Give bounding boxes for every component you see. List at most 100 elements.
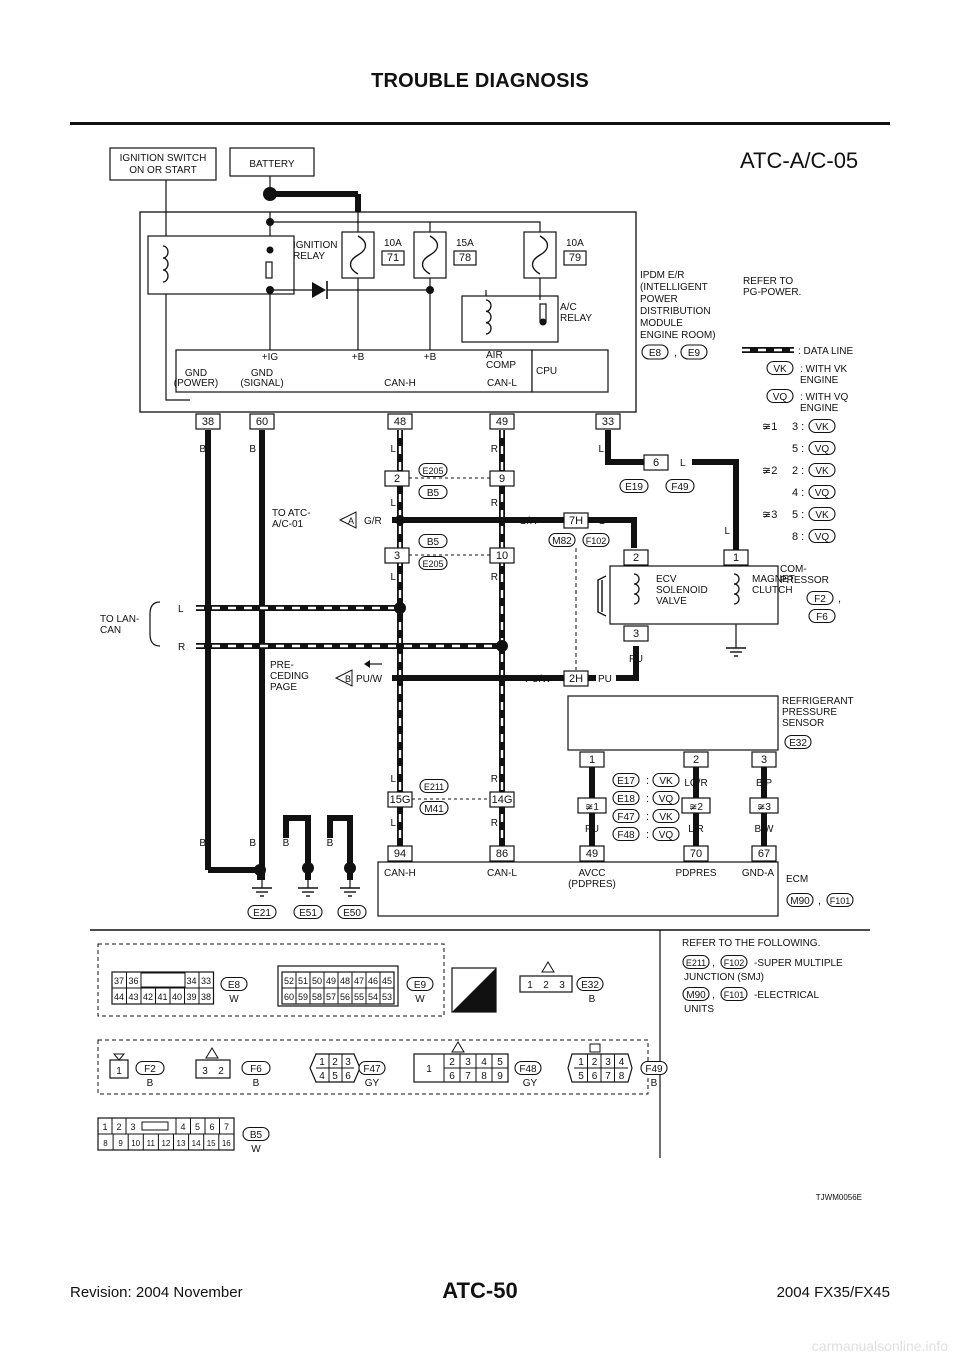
wire-color: L: [598, 444, 604, 455]
sensor-conn-code-label: E18: [617, 794, 635, 805]
ipdm-label: POWER: [640, 294, 678, 305]
l-wire: [692, 459, 739, 552]
e9-pin: 46: [368, 976, 378, 986]
fuse-78: [421, 235, 439, 275]
conn-f2-label: F2: [144, 1064, 156, 1075]
sensor-conn-code-label: E17: [617, 776, 635, 787]
ipdm-pin-38: [195, 413, 221, 430]
diagram-code: ATC-A/C-05: [740, 148, 858, 173]
e8-pin: 44: [114, 992, 124, 1002]
ecm-conn-m90: [786, 892, 814, 908]
relay-switch: [265, 261, 273, 279]
cpu-label: CPU: [536, 366, 557, 377]
conn-e211: [419, 778, 449, 794]
splice-dot: [496, 640, 508, 652]
conn-color: GY: [365, 1078, 380, 1089]
conn-m41-label: M41: [424, 804, 444, 815]
wire-color: B: [249, 444, 256, 455]
legend-code-label: VK: [815, 510, 829, 521]
ac-relay-coil: [485, 299, 492, 335]
to-lan-label: TO LAN-: [100, 614, 139, 625]
b5-pin: 15: [207, 1139, 216, 1148]
conn-m82: [548, 532, 576, 548]
legend-star: ≆3: [762, 509, 777, 521]
fuse-number-label: 79: [569, 252, 581, 264]
conn-color: B: [651, 1078, 658, 1089]
ignition-switch-box: [109, 147, 217, 181]
legend-code: [808, 506, 836, 522]
e8-pin: 38: [201, 992, 211, 1002]
wire-color: R: [491, 444, 498, 455]
ignition-relay-coil: [162, 245, 169, 283]
legend-code: [808, 462, 836, 478]
ecm-conn-m90-label: M90: [790, 896, 810, 907]
conn-e19-label: E19: [625, 482, 643, 493]
comp-pin-1: [723, 549, 749, 566]
legend-code: [808, 418, 836, 434]
comp-pin-3: [623, 625, 649, 642]
refer-text: -SUPER MULTIPLE: [754, 958, 843, 969]
ecm-pdpres: PDPRES: [675, 868, 716, 879]
sensor-conn-code: [612, 772, 640, 788]
ecv-label: ECV: [656, 574, 677, 585]
splice-dot: [344, 862, 356, 874]
conn-color: W: [251, 1144, 261, 1155]
pu-wire: [616, 646, 639, 681]
legend-pin: 5 :: [792, 509, 804, 521]
conn-f49-label: F49: [671, 482, 689, 493]
ipdm-pin-38-label: 38: [202, 416, 214, 428]
e8-pin: 41: [157, 992, 167, 1002]
ignition-switch-label: ON OR START: [129, 165, 196, 176]
sensor-conn-e32-label: E32: [789, 738, 807, 749]
conn-b5-label: B5: [427, 488, 440, 499]
wire-color: L: [390, 444, 396, 455]
ipdm-pin-60-label: 60: [256, 416, 268, 428]
conn-f6: [241, 1060, 271, 1076]
to-lan-label: CAN: [100, 625, 121, 636]
cpu-gnd-power: (POWER): [174, 378, 218, 389]
e8-key: [140, 972, 186, 988]
wire-color: B: [249, 838, 256, 849]
splice-dot: [302, 862, 314, 874]
arrow-a: [338, 511, 357, 529]
sensor-eng-code: [652, 826, 680, 842]
e9-pin: 45: [382, 976, 392, 986]
conn-f102: [582, 532, 610, 548]
arrow-head: [364, 660, 370, 668]
to-atc-label: A/C-01: [272, 519, 304, 530]
conn-b5-label: B5: [427, 537, 440, 548]
sep: :: [646, 811, 649, 823]
lan-bracket: [149, 601, 161, 647]
f48-pin: 9: [497, 1071, 503, 1082]
cpu-can-l: CAN-L: [487, 378, 517, 389]
legend-star: ≆1: [762, 421, 777, 433]
legend-code: [808, 484, 836, 500]
e32-key: [541, 961, 555, 973]
wire-color: L: [390, 818, 396, 829]
sep: :: [646, 829, 649, 841]
e9-pin: 58: [312, 992, 322, 1002]
f47-pin: 5: [332, 1071, 338, 1082]
legend-vk-label: : WITH VK: [800, 364, 848, 375]
e9-pin: 57: [326, 992, 336, 1002]
comp-pin-2-label: 2: [633, 552, 639, 564]
conn-e8-label: E8: [228, 980, 241, 991]
f48-pin: 8: [481, 1071, 487, 1082]
legend-pin: 5 :: [792, 443, 804, 455]
wire-color: PU: [629, 654, 643, 665]
wire-color: R: [178, 642, 185, 653]
model-text: 2004 FX35/FX45: [776, 1284, 890, 1301]
conn-b5: [418, 533, 448, 549]
pin-3-label: 3: [394, 550, 400, 562]
wire-color: G/R: [364, 516, 382, 527]
ecm-box: [377, 861, 779, 917]
e32-housing: [519, 975, 573, 993]
comp-pin-1-label: 1: [733, 552, 739, 564]
conn-color: B: [253, 1078, 260, 1089]
conn-e9-label: E9: [414, 980, 427, 991]
legend-vk-label: ENGINE: [800, 375, 839, 386]
hs-badge: [452, 968, 496, 1012]
ecm-pin-49: [579, 845, 605, 862]
f49-pin: 4: [619, 1057, 625, 1068]
b5-pin: 11: [147, 1139, 156, 1148]
